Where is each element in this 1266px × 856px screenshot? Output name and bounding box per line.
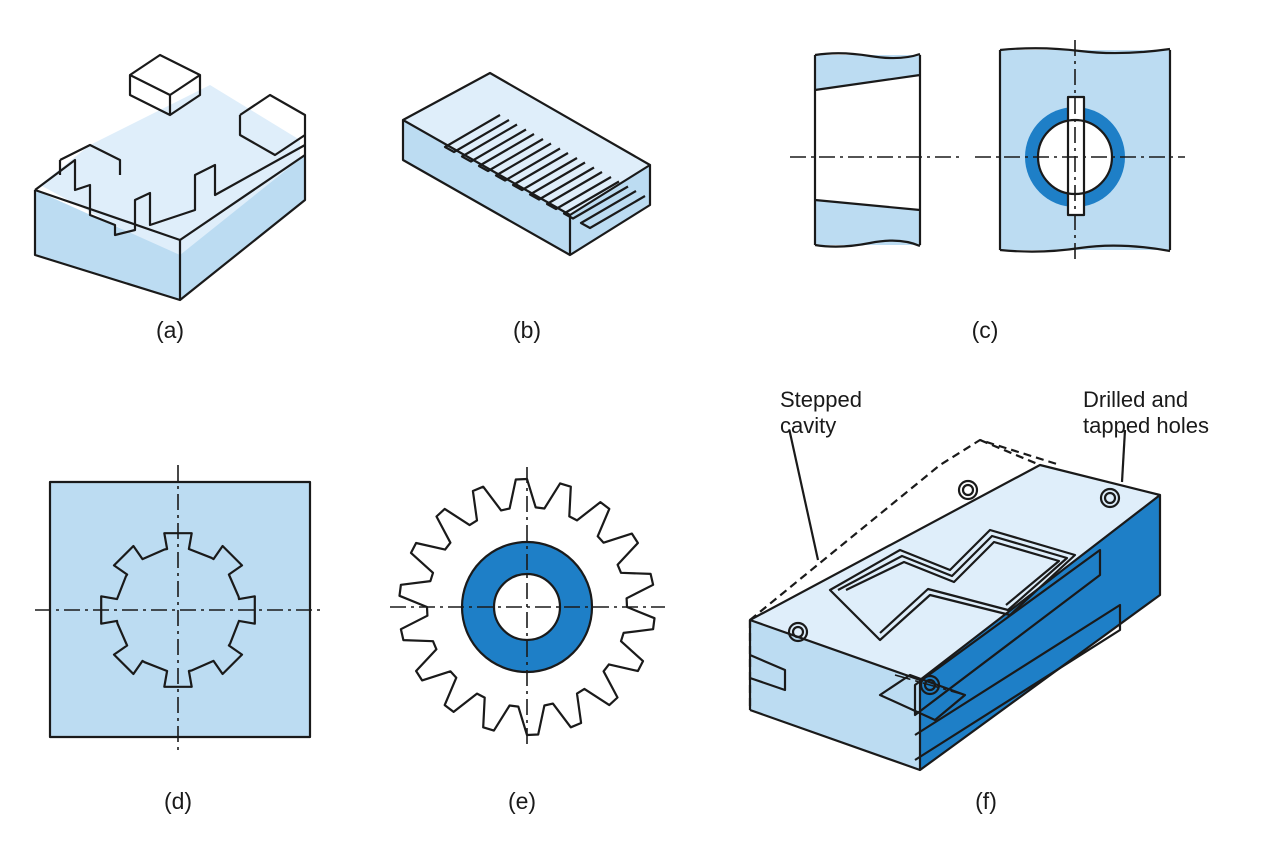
- serration-groove: [528, 161, 595, 201]
- caption-a: (a): [155, 317, 185, 343]
- caption-b: (b): [512, 317, 542, 343]
- serration-groove: [477, 133, 544, 173]
- serration-groove: [545, 171, 612, 211]
- panel-c-keyway-views: [790, 40, 1185, 260]
- callout-drilled-tapped-holes: Drilled and tapped holes: [1083, 387, 1209, 438]
- serration-groove: [579, 190, 646, 230]
- panel-e-spur-gear: [390, 467, 665, 747]
- caption-f: (f): [975, 788, 997, 814]
- serration-groove: [494, 142, 561, 182]
- panel-f-machined-block: [748, 430, 1162, 772]
- serration-groove: [443, 114, 510, 154]
- callout-stepped-cavity: Stepped cavity: [780, 387, 862, 438]
- caption-d: (d): [163, 788, 193, 814]
- caption-e: (e): [507, 788, 537, 814]
- panel-a-slotted-block: [33, 53, 307, 302]
- panel-d-splined-hole: [35, 465, 320, 755]
- serration-groove: [562, 180, 629, 220]
- panel-b-serrated-block: [401, 71, 652, 257]
- serration-groove: [511, 152, 578, 192]
- caption-c: (c): [971, 317, 999, 343]
- serration-groove: [460, 123, 527, 163]
